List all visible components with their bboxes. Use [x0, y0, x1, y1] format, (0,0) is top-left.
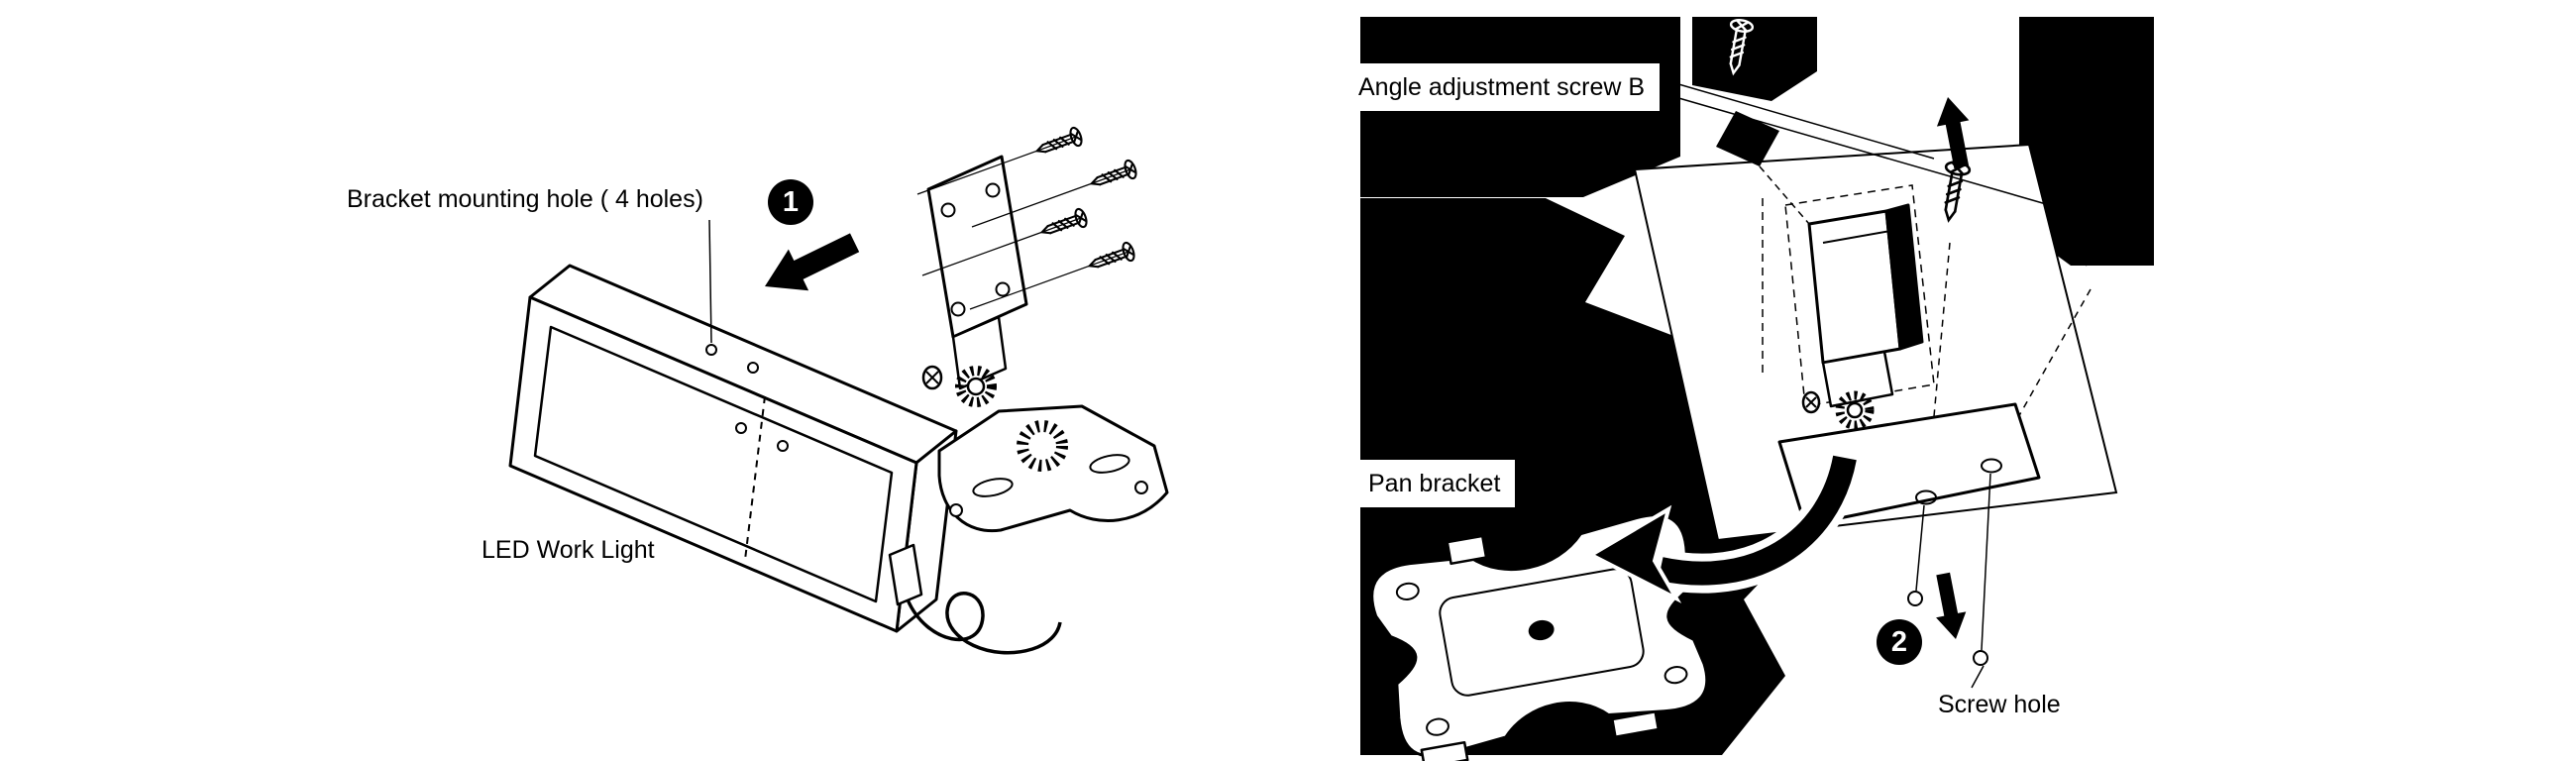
base-hole-right	[1134, 481, 1148, 494]
screw-hole-label: Screw hole	[1938, 691, 2061, 718]
product-label: LED Work Light	[482, 536, 655, 564]
light-front-face	[508, 295, 918, 633]
tilt-bolt-slot	[925, 371, 939, 384]
screw-hole-marker	[1907, 591, 1923, 606]
black-panel-screw-patch	[1692, 17, 1817, 101]
left-step-figure	[508, 125, 1169, 655]
base-screw-hole-left	[1915, 489, 1937, 505]
screw-guide-lines	[916, 136, 1131, 310]
tilt-plate	[1807, 209, 1902, 365]
mounting-bracket-drawing	[921, 155, 1169, 533]
screw-hole-marker	[1973, 650, 1988, 666]
attach-direction-arrow-icon	[754, 222, 865, 307]
tilt-serration-icon	[1835, 390, 1875, 430]
pan-bracket-foot-right	[1611, 710, 1661, 738]
pan-bracket-center-hole	[1528, 619, 1555, 641]
swoosh-arrow-icon	[1586, 438, 1865, 603]
tilt-hinge-pin	[966, 377, 986, 396]
screw-icon	[1085, 240, 1137, 276]
tilt-hinge-pin	[1846, 401, 1864, 419]
led-work-light-drawing	[508, 264, 1062, 655]
pan-bracket-plateau	[1439, 568, 1645, 697]
tilt-arm	[1821, 350, 1894, 408]
screw-icon	[1037, 206, 1090, 243]
base-slot-left	[972, 478, 1014, 497]
bracket-mounting-holes	[705, 344, 789, 452]
mounting-hole-leader-line	[708, 219, 712, 344]
bracket-arm	[951, 315, 1008, 390]
tilt-plate-ridge	[1822, 230, 1891, 244]
pan-bracket-tab	[1446, 534, 1488, 566]
base-hole-left	[949, 503, 963, 517]
pan-bracket-drawing	[1370, 513, 1709, 761]
screw-hole-leader-line	[1971, 665, 1985, 689]
step-1-badge: 1	[768, 179, 813, 225]
cable-connector	[888, 543, 923, 606]
pan-bracket-label: Pan bracket	[1353, 460, 1516, 507]
angle-screw-label: Angle adjustment screw B	[1343, 63, 1661, 111]
base-screw-hole-right	[1981, 458, 2002, 474]
screw-icon	[1087, 158, 1139, 194]
base-slot-right	[1089, 454, 1130, 474]
angle-screw-leader-lines	[1667, 80, 2068, 211]
light-lens	[533, 325, 894, 603]
screw-axis-lines	[1907, 473, 1991, 689]
pan-serration-icon	[1017, 420, 1068, 472]
black-panel-right	[2019, 17, 2154, 266]
pan-bracket-foot-left	[1420, 740, 1469, 761]
step-2-badge: 2	[1877, 619, 1922, 665]
power-cable	[906, 592, 1062, 655]
dark-face-marker	[1716, 111, 1779, 166]
bracket-base	[937, 404, 1169, 533]
tilt-bolt-slot	[1805, 396, 1817, 408]
right-step-figure	[1360, 17, 2154, 761]
bracket-plate-holes	[940, 182, 1011, 317]
tilt-serration-icon	[955, 366, 997, 407]
tilt-plate-side-face	[1884, 203, 1924, 351]
alignment-dashed-line	[744, 395, 766, 561]
bracket-back-plate	[926, 155, 1028, 339]
bracket-screws	[1032, 125, 1139, 276]
mounting-hole-label: Bracket mounting hole ( 4 holes)	[347, 185, 703, 213]
screw-icon	[1032, 125, 1085, 162]
insert-down-arrow-icon	[1928, 571, 1972, 642]
